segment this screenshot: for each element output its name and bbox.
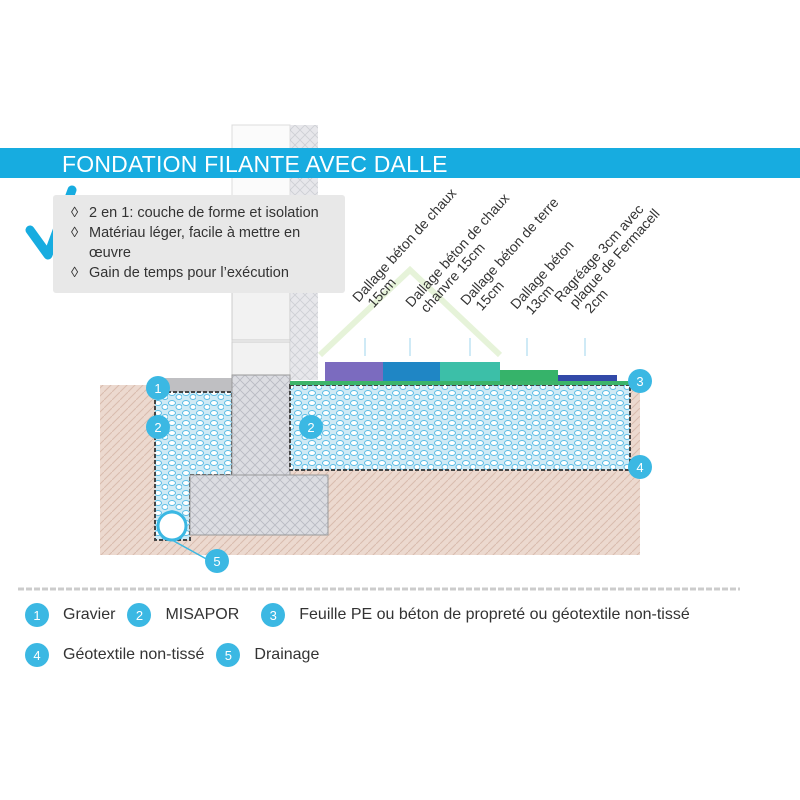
marker-number: 2 (307, 420, 314, 435)
marker-circle (628, 369, 652, 393)
marker-circle (299, 415, 323, 439)
foundation-wall (231, 374, 291, 476)
gravel (165, 378, 232, 392)
advantage-item: ◊2 en 1: couche de forme et isolation (71, 205, 319, 221)
floor-layer (558, 375, 617, 381)
legend-label: Gravier (63, 606, 116, 623)
drain-pipe (156, 510, 188, 542)
marker-number: 1 (154, 381, 161, 396)
advantages-box: ◊2 en 1: couche de forme et isolation ◊M… (53, 195, 345, 293)
house-watermark (317, 265, 503, 358)
floor-layer (440, 362, 500, 381)
page-title: FONDATION FILANTE AVEC DALLE (62, 151, 448, 177)
legend-number: 5 (216, 643, 241, 667)
marker-number: 5 (213, 554, 220, 569)
title-banner (0, 148, 800, 178)
advantage-item: ◊Matériau léger, facile à mettre en (71, 225, 301, 241)
legend-label: Feuille PE ou béton de propreté ou géote… (299, 606, 690, 623)
footing (189, 474, 329, 536)
advantage-item: ◊Gain de temps pour l’exécution (71, 265, 289, 281)
floor-layer (325, 362, 383, 381)
marker-number: 2 (154, 420, 161, 435)
marker-number: 4 (636, 460, 643, 475)
legend-number: 1 (25, 603, 49, 627)
legend-row: 1 Gravier 2 MISAPOR 3 Feuille PE ou béton d… (25, 603, 702, 627)
marker-circle (628, 455, 652, 479)
legend-label: Drainage (254, 646, 320, 663)
legend-label: Géotextile non-tissé (63, 646, 205, 663)
legend-number: 2 (127, 603, 152, 627)
marker-circle (146, 376, 170, 400)
misapor-slab (289, 384, 631, 471)
legend-row: 4 Géotextile non-tissé 5 Drainage (25, 643, 331, 667)
marker-circle (146, 415, 170, 439)
marker-circle (205, 549, 229, 573)
marker-number: 3 (636, 374, 643, 389)
floor-layer (500, 370, 558, 381)
legend-number: 4 (25, 643, 49, 667)
floor-layers (325, 338, 617, 381)
legend-label: MISAPOR (165, 606, 240, 623)
advantage-item-cont: œuvre (89, 245, 131, 261)
floor-layer (383, 362, 440, 381)
legend-number: 3 (261, 603, 286, 627)
